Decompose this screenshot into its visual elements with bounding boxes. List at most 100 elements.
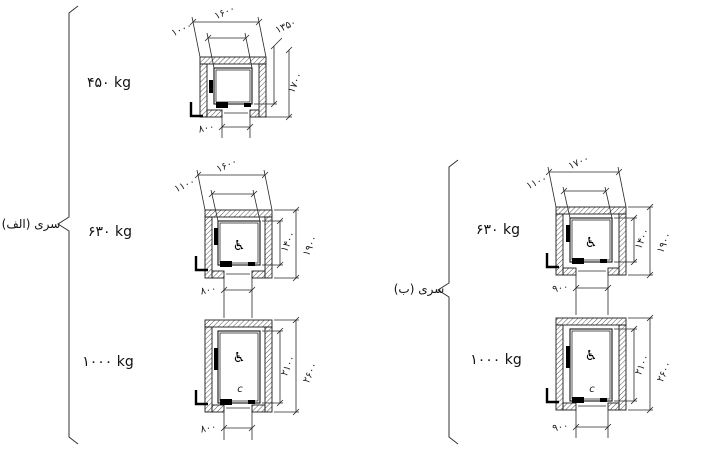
dim-shaft-depth: ۲۶۰۰ bbox=[628, 314, 674, 414]
dim-label: ۱۷۰۰ bbox=[567, 153, 591, 172]
dim-lines bbox=[614, 325, 638, 405]
door-jamb bbox=[545, 388, 559, 404]
dim-lines bbox=[628, 203, 654, 279]
shaft-wall bbox=[204, 209, 273, 218]
dim-label: ۱۹۰۰ bbox=[301, 234, 320, 258]
wheelchair-icon: ♿ bbox=[233, 238, 246, 254]
dim-label: ۲۶۰۰ bbox=[301, 361, 320, 385]
shaft-wall bbox=[555, 213, 564, 276]
dim-label: ۱۳۵۰ bbox=[274, 17, 298, 36]
dim-label: ۱۴۰۰ bbox=[633, 227, 652, 251]
shaft-wall bbox=[204, 326, 213, 413]
shaft-wall bbox=[249, 109, 260, 118]
door-operator bbox=[220, 261, 232, 267]
dim-lines bbox=[189, 16, 267, 58]
dim-label: ۱۴۰۰ bbox=[279, 230, 298, 254]
wheelchair-icon: ♿ bbox=[585, 348, 598, 364]
car-inner-outline bbox=[219, 222, 259, 264]
dim-shaft-depth: ۲۶۰۰ bbox=[274, 316, 320, 416]
car-inner-outline bbox=[571, 330, 611, 400]
capacity-label: ۱۰۰۰ kg bbox=[470, 352, 522, 368]
dim-lines bbox=[204, 32, 253, 69]
plan-450kg-series-a: ۱۶۰۰ ۱۰۰۰ ۱۳۵۰ ۱۷۰۰ ۸۰۰ ۴۵۰ kg bbox=[87, 3, 305, 138]
wheelchair-icon: ♿ bbox=[585, 235, 598, 251]
dim-lines bbox=[220, 278, 256, 318]
dim-label: ۲۶۰۰ bbox=[655, 360, 674, 384]
shaft-wall bbox=[264, 216, 273, 279]
dim-lines bbox=[218, 117, 254, 138]
door-jamb bbox=[545, 253, 559, 269]
capacity-label: ۶۳۰ kg bbox=[476, 222, 520, 238]
series-a-bracket: سری (الف) bbox=[2, 5, 79, 445]
dim-shaft-width: ۱۷۰۰ bbox=[545, 153, 627, 208]
guide-rail bbox=[566, 346, 570, 368]
shaft-wall bbox=[618, 213, 627, 276]
door-operator bbox=[600, 398, 607, 402]
shaft-wall bbox=[264, 326, 273, 413]
car-outline bbox=[217, 330, 261, 404]
shaft-wall bbox=[204, 216, 213, 279]
shaft-wall bbox=[211, 270, 225, 279]
door-operator bbox=[244, 103, 251, 107]
series-b-bracket: سری (ب) bbox=[394, 159, 459, 445]
shaft-wall bbox=[199, 63, 208, 118]
dim-label: ۸۰۰ bbox=[197, 121, 215, 135]
car-outline bbox=[213, 67, 253, 105]
dim-label: ۲۱۰۰ bbox=[633, 353, 652, 377]
shaft-wall bbox=[562, 267, 577, 276]
dim-label: ۱۱۰۰ bbox=[525, 173, 549, 192]
dim-label: ۱۱۰۰ bbox=[173, 176, 197, 195]
plan-630kg-series-b: ♿ ۱۷۰۰ ۱۱۰۰ ۱۴۰۰ ۱۹۰۰ ۹۰۰ ۶۳۰ kg bbox=[476, 153, 674, 315]
capacity-label: ۱۰۰۰ kg bbox=[82, 354, 134, 370]
guide-rail bbox=[214, 348, 218, 370]
capacity-label: ۶۳۰ kg bbox=[88, 224, 132, 240]
door-jamb bbox=[194, 256, 208, 272]
guide-rail bbox=[214, 228, 218, 245]
car-inner-outline bbox=[571, 219, 611, 261]
plan-630kg-series-a: ♿ ۱۶۰۰ ۱۱۰۰ ۱۴۰۰ ۱۹۰۰ ۸۰۰ ۶۳۰ kg bbox=[88, 156, 320, 318]
shaft-wall bbox=[607, 267, 620, 276]
dim-lines bbox=[220, 412, 256, 440]
dim-shaft-width: ۱۶۰۰ bbox=[189, 3, 267, 58]
dim-lines bbox=[545, 166, 627, 208]
car-class-letter: c bbox=[237, 384, 243, 395]
dim-lines bbox=[266, 46, 293, 121]
door-jamb bbox=[194, 390, 208, 406]
plan-1000kg-series-b: ♿ c ۲۱۰۰ ۲۶۰۰ ۹۰۰ ۱۰۰۰ kg bbox=[470, 314, 674, 438]
dim-lines bbox=[254, 37, 283, 108]
dim-label: ۱۶۰۰ bbox=[213, 3, 237, 22]
door-operator bbox=[220, 399, 232, 405]
shaft-wall bbox=[562, 402, 577, 411]
dim-door-width: ۸۰۰ bbox=[199, 412, 256, 440]
series-label: سری (الف) bbox=[2, 217, 61, 232]
bracket-line bbox=[437, 159, 459, 445]
dim-label: ۹۰۰ bbox=[551, 420, 569, 434]
dim-lines bbox=[274, 316, 300, 416]
dim-label: ۱۶۰۰ bbox=[215, 156, 239, 175]
shaft-wall bbox=[555, 206, 627, 215]
guide-rail bbox=[209, 80, 213, 93]
wheelchair-icon: ♿ bbox=[233, 350, 246, 366]
shaft-wall bbox=[251, 270, 266, 279]
door-operator bbox=[248, 262, 255, 266]
dim-lines bbox=[262, 327, 284, 407]
shaft-wall bbox=[211, 404, 225, 413]
dim-lines bbox=[274, 206, 300, 282]
shaft-wall bbox=[206, 109, 223, 118]
dim-lines bbox=[262, 217, 284, 269]
door-jamb bbox=[189, 102, 203, 118]
dim-label: ۱۹۰۰ bbox=[655, 231, 674, 255]
car-outline bbox=[569, 328, 613, 402]
shaft-wall bbox=[555, 324, 564, 411]
dim-shaft-width: ۱۶۰۰ bbox=[194, 156, 273, 211]
bracket-line bbox=[57, 5, 79, 445]
dim-lines bbox=[208, 189, 261, 222]
dim-door-width: ۸۰۰ bbox=[199, 278, 256, 318]
car-inner-outline bbox=[215, 69, 251, 103]
plan-1000kg-series-a: ♿ c ۲۱۰۰ ۲۶۰۰ ۸۰۰ ۱۰۰۰ kg bbox=[82, 316, 320, 440]
door-operator bbox=[600, 259, 607, 263]
capacity-label: ۴۵۰ kg bbox=[87, 75, 131, 91]
guide-rail bbox=[566, 225, 570, 242]
